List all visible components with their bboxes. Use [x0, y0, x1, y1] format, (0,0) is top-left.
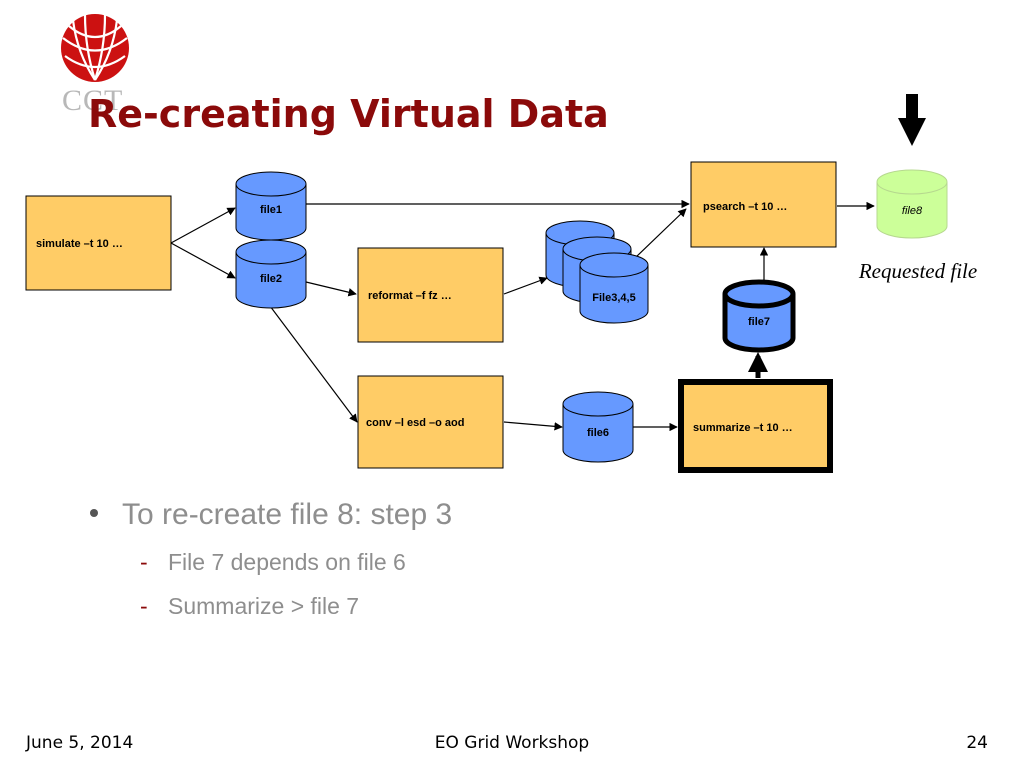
svg-text:file6: file6 — [587, 427, 609, 439]
sub-bullet-1-text: File 7 depends on file 6 — [168, 549, 406, 575]
svg-text:file7: file7 — [748, 316, 770, 328]
svg-text:summarize –t 10 …: summarize –t 10 … — [693, 422, 793, 434]
bullet-main-text: To re-create file 8: step 3 — [122, 498, 453, 531]
footer-title: EO Grid Workshop — [434, 733, 590, 753]
dash-icon: - — [140, 549, 148, 575]
sub-bullet-2: -Summarize > file 7 — [140, 593, 359, 620]
edge-simulate-file1 — [170, 207, 236, 244]
svg-text:reformat –f fz …: reformat –f fz … — [368, 290, 452, 302]
svg-text:file8: file8 — [902, 205, 923, 217]
svg-text:file2: file2 — [260, 273, 282, 285]
slide-title: Re-creating Virtual Data — [88, 92, 609, 136]
cylinder-file6: file6 — [562, 391, 634, 463]
bullet-dot-icon — [90, 509, 98, 518]
cylinder-file7: file7 — [722, 279, 796, 353]
svg-text:file1: file1 — [260, 204, 282, 216]
edge-file2-reformat — [305, 281, 357, 297]
edge-file345-psearch — [634, 208, 687, 259]
svg-text:psearch –t 10 …: psearch –t 10 … — [703, 201, 787, 213]
edge-reformat-file345 — [503, 276, 548, 295]
cylinder-file2: file2 — [235, 239, 307, 309]
sub-bullet-1: -File 7 depends on file 6 — [140, 549, 406, 576]
cct-logo — [61, 14, 129, 82]
cylinder-file8: file8 — [876, 169, 948, 239]
svg-text:conv –l esd –o aod: conv –l esd –o aod — [366, 417, 464, 429]
process-reformat: reformat –f fz … — [357, 247, 504, 343]
page-number: 24 — [966, 733, 988, 753]
footer-date: June 5, 2014 — [26, 733, 134, 753]
sub-bullet-2-text: Summarize > file 7 — [168, 593, 360, 619]
edge-file2-conv — [269, 305, 358, 423]
edge-conv-file6 — [503, 421, 563, 431]
process-conv: conv –l esd –o aod — [357, 375, 504, 469]
bullet-main: To re-create file 8: step 3 — [90, 498, 452, 532]
process-simulate: simulate –t 10 … — [25, 195, 172, 291]
down-arrow-icon — [898, 94, 926, 146]
edges — [170, 199, 875, 432]
logo-text: CCT — [62, 84, 124, 117]
svg-text:simulate –t 10 …: simulate –t 10 … — [36, 238, 123, 250]
cylinder-file345: File3,4,5 — [545, 220, 649, 324]
process-summarize: summarize –t 10 … — [678, 379, 833, 473]
requested-file-label: Requested file — [858, 259, 978, 283]
dash-icon: - — [140, 593, 148, 619]
process-psearch: psearch –t 10 … — [690, 161, 837, 248]
svg-text:File3,4,5: File3,4,5 — [592, 292, 635, 304]
edge-simulate-file2 — [170, 242, 236, 279]
cylinder-file1: file1 — [235, 171, 307, 241]
